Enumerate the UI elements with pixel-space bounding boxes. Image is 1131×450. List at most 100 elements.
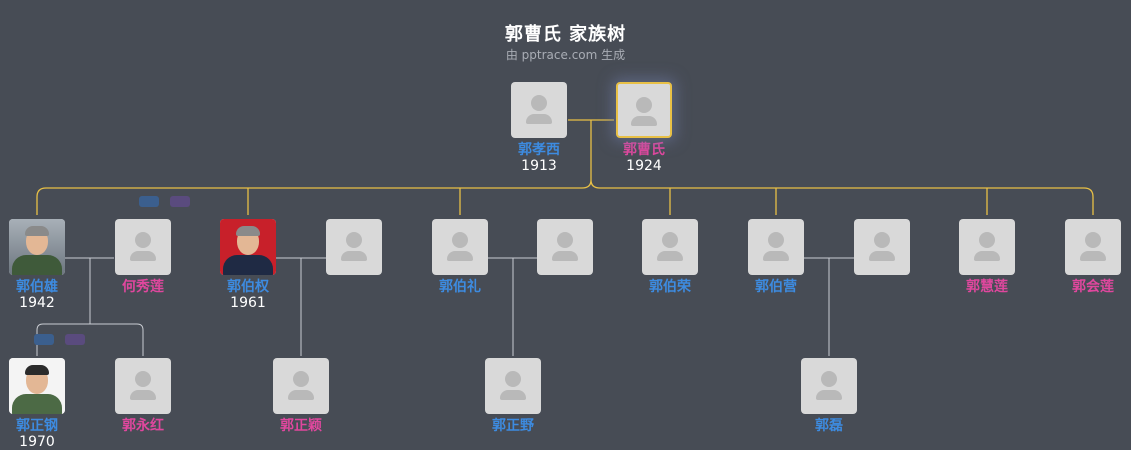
person-name[interactable]: 郭永红 (122, 418, 164, 434)
silhouette-body (816, 390, 842, 400)
person-name[interactable]: 郭伯荣 (649, 279, 691, 295)
silhouette-head (874, 232, 890, 248)
person-card-guo-yonghong[interactable]: 郭永红 (100, 358, 186, 434)
person-name[interactable]: 郭正颖 (280, 418, 322, 434)
silhouette-icon[interactable] (511, 82, 567, 138)
person-card-spouse-boying[interactable] (839, 219, 925, 275)
silhouette-head (821, 371, 837, 387)
silhouette-body (526, 114, 552, 124)
silhouette-body (552, 251, 578, 261)
person-card-guo-zhengying[interactable]: 郭正颖 (258, 358, 344, 434)
person-name[interactable]: 郭慧莲 (966, 279, 1008, 295)
portrait-image (9, 358, 65, 414)
silhouette-icon[interactable] (959, 219, 1015, 275)
portrait-image (9, 219, 65, 275)
silhouette-body (763, 251, 789, 261)
person-card-guo-huilian[interactable]: 郭慧莲 (944, 219, 1030, 295)
person-name[interactable]: 郭正野 (492, 418, 534, 434)
portrait-body (223, 255, 273, 275)
portrait-hair (25, 365, 49, 375)
silhouette-head (135, 371, 151, 387)
silhouette-icon[interactable] (537, 219, 593, 275)
portrait-image (220, 219, 276, 275)
expand-toggle-purple[interactable] (65, 334, 85, 345)
birth-year: 1942 (19, 295, 55, 311)
portrait-hair (25, 226, 49, 236)
silhouette-icon[interactable] (273, 358, 329, 414)
silhouette-icon[interactable] (1065, 219, 1121, 275)
person-name[interactable]: 郭会莲 (1072, 279, 1114, 295)
silhouette-icon[interactable] (642, 219, 698, 275)
portrait-hair (236, 226, 260, 236)
page-subtitle: 由 pptrace.com 生成 (505, 48, 626, 62)
person-name[interactable]: 郭伯雄 (16, 279, 58, 295)
person-card-guo-boying[interactable]: 郭伯营 (733, 219, 819, 295)
silhouette-icon[interactable] (854, 219, 910, 275)
silhouette-body (341, 251, 367, 261)
person-card-guo-huilian2[interactable]: 郭会莲 (1050, 219, 1131, 295)
silhouette-head (662, 232, 678, 248)
silhouette-body (288, 390, 314, 400)
silhouette-head (636, 97, 652, 113)
silhouette-icon[interactable] (485, 358, 541, 414)
person-card-guo-zhengye[interactable]: 郭正野 (470, 358, 556, 434)
person-card-guo-borong[interactable]: 郭伯荣 (627, 219, 713, 295)
silhouette-icon[interactable] (115, 219, 171, 275)
birth-year: 1913 (521, 158, 557, 174)
silhouette-head (531, 95, 547, 111)
person-name[interactable]: 郭伯营 (755, 279, 797, 295)
silhouette-icon[interactable] (748, 219, 804, 275)
silhouette-body (1080, 251, 1106, 261)
person-card-he-xiulian[interactable]: 何秀莲 (100, 219, 186, 295)
person-name[interactable]: 郭伯礼 (439, 279, 481, 295)
silhouette-body (130, 390, 156, 400)
silhouette-body (130, 251, 156, 261)
silhouette-icon[interactable] (326, 219, 382, 275)
expand-toggle-blue[interactable] (34, 334, 54, 345)
silhouette-body (869, 251, 895, 261)
portrait-body (12, 394, 62, 414)
silhouette-body (631, 116, 657, 126)
silhouette-head (135, 232, 151, 248)
person-name[interactable]: 何秀莲 (122, 279, 164, 295)
children-bar-boxiong (36, 322, 144, 356)
silhouette-body (447, 251, 473, 261)
silhouette-head (505, 371, 521, 387)
portrait-body (12, 255, 62, 275)
person-card-guo-lei[interactable]: 郭磊 (786, 358, 872, 434)
silhouette-body (657, 251, 683, 261)
silhouette-head (557, 232, 573, 248)
portrait-photo[interactable] (9, 358, 65, 414)
person-card-spouse-boquan[interactable] (311, 219, 397, 275)
person-card-spouse-boli[interactable] (522, 219, 608, 275)
silhouette-head (979, 232, 995, 248)
person-name[interactable]: 郭正钢 (16, 418, 58, 434)
silhouette-body (500, 390, 526, 400)
person-name[interactable]: 郭孝西 (518, 142, 560, 158)
silhouette-icon[interactable] (801, 358, 857, 414)
silhouette-head (1085, 232, 1101, 248)
person-name[interactable]: 郭磊 (815, 418, 843, 434)
person-name[interactable]: 郭伯权 (227, 279, 269, 295)
expand-toggle-blue[interactable] (139, 196, 159, 207)
person-name[interactable]: 郭曹氏 (623, 142, 665, 158)
portrait-photo[interactable] (9, 219, 65, 275)
silhouette-icon[interactable] (616, 82, 672, 138)
portrait-photo[interactable] (220, 219, 276, 275)
birth-year: 1961 (230, 295, 266, 311)
silhouette-icon[interactable] (115, 358, 171, 414)
silhouette-icon[interactable] (432, 219, 488, 275)
silhouette-head (768, 232, 784, 248)
person-card-guo-boli[interactable]: 郭伯礼 (417, 219, 503, 295)
silhouette-head (346, 232, 362, 248)
silhouette-head (452, 232, 468, 248)
expand-toggle-purple[interactable] (170, 196, 190, 207)
silhouette-body (974, 251, 1000, 261)
